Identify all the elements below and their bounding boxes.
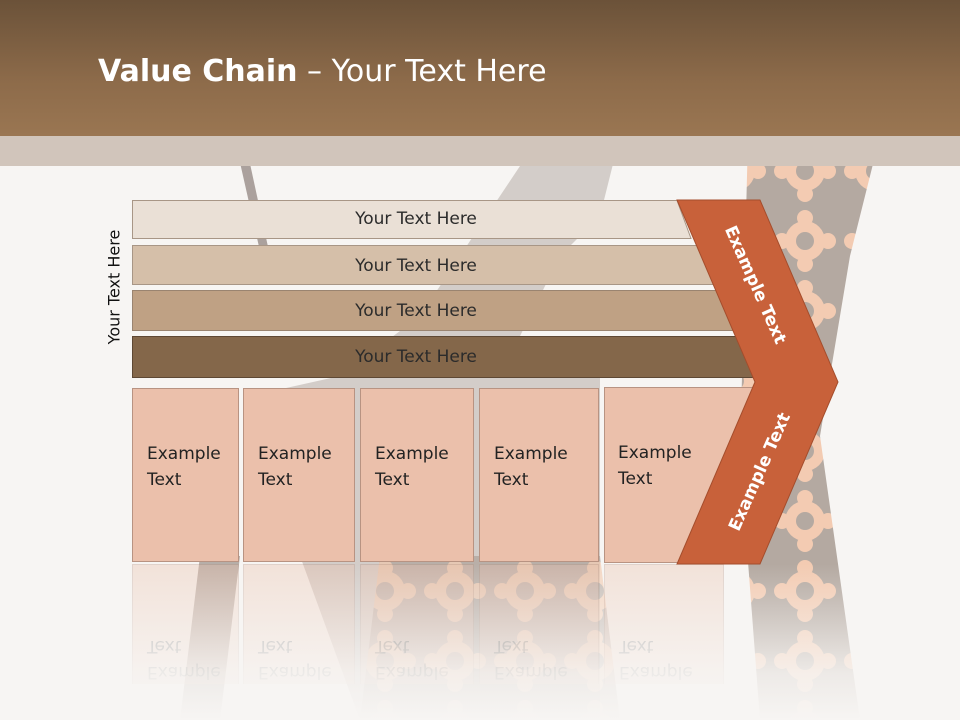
box-3-text: Example Text [375,444,449,490]
row-3: Your Text Here [132,290,740,331]
row-1: Your Text Here [132,200,692,239]
row-4-label: Your Text Here [355,347,477,367]
title-banner [0,0,960,136]
title-rest: – Your Text Here [297,54,547,89]
box-5-text: Example Text [618,443,692,489]
row-2: Your Text Here [132,245,717,285]
row-3-label: Your Text Here [355,301,477,321]
row-1-shape [132,200,692,239]
box-4: Example Text [479,388,599,562]
box-1-text: Example Text [147,444,221,490]
box-3: Example Text [360,388,474,562]
box-2: Example Text [243,388,355,562]
side-label: Your Text Here [104,229,124,345]
box-1: Example Text [132,388,239,562]
row-1-label: Your Text Here [355,209,477,229]
reflection-fade [0,564,960,720]
header-band [0,136,960,166]
slide-title: Value Chain – Your Text Here [98,54,547,89]
box-5: Example Text [604,388,754,562]
chevron-arrow [676,199,839,565]
row-4: Your Text Here [132,336,764,378]
title-bold: Value Chain [98,54,298,89]
box-4-text: Example Text [494,444,568,490]
row-2-label: Your Text Here [355,256,477,276]
box-2-text: Example Text [258,444,332,490]
